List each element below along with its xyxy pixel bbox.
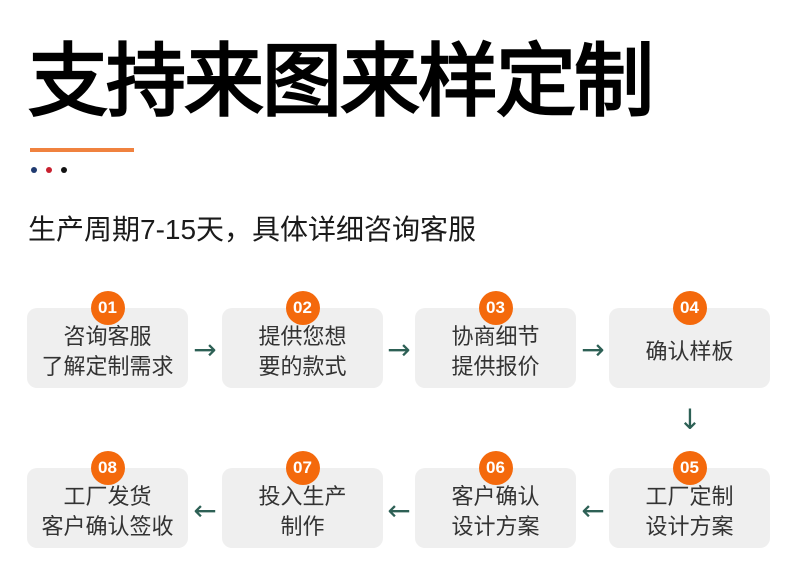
step-line: 工厂定制: [645, 484, 734, 509]
step-badge-03: 03: [478, 291, 513, 325]
step-text-08: 工厂发货 客户确认签收: [27, 468, 188, 548]
arrow-left-2: ←: [387, 494, 411, 527]
step-box-05: 05 工厂定制 设计方案: [609, 451, 770, 548]
step-box-01: 01 咨询客服 了解定制需求: [27, 291, 188, 388]
arrow-right-2: →: [387, 333, 411, 366]
step-badge-05: 05: [672, 451, 707, 485]
step-line: 要的款式: [258, 354, 347, 379]
step-line: 咨询客服: [63, 324, 152, 349]
step-text-05: 工厂定制 设计方案: [609, 468, 770, 548]
step-line: 确认样板: [645, 339, 734, 364]
step-box-06: 06 客户确认 设计方案: [415, 451, 576, 548]
step-badge-02: 02: [285, 291, 320, 325]
title-underline: [30, 148, 134, 152]
step-text-01: 咨询客服 了解定制需求: [27, 308, 188, 388]
step-line: 制作: [280, 514, 325, 539]
step-box-08: 08 工厂发货 客户确认签收: [27, 451, 188, 548]
step-line: 提供报价: [451, 354, 540, 379]
step-line: 设计方案: [451, 514, 540, 539]
page-title: 支持来图来样定制: [28, 37, 654, 126]
step-text-03: 协商细节 提供报价: [415, 308, 576, 388]
step-box-03: 03 协商细节 提供报价: [415, 291, 576, 388]
step-text-07: 投入生产 制作: [222, 468, 383, 548]
step-badge-04: 04: [672, 291, 707, 325]
step-line: 客户确认: [451, 484, 540, 509]
arrow-left-1: ←: [193, 494, 217, 527]
step-badge-08: 08: [90, 451, 125, 485]
step-line: 客户确认签收: [41, 514, 174, 539]
arrow-left-3: ←: [581, 494, 605, 527]
step-box-07: 07 投入生产 制作: [222, 451, 383, 548]
step-line: 设计方案: [645, 514, 734, 539]
step-text-06: 客户确认 设计方案: [415, 468, 576, 548]
dot-black: [61, 167, 67, 173]
step-text-02: 提供您想 要的款式: [222, 308, 383, 388]
decorative-dots: [31, 167, 76, 173]
arrow-down-icon: ↓: [678, 403, 702, 436]
arrow-right-1: →: [193, 333, 217, 366]
step-line: 提供您想: [258, 324, 347, 349]
step-line: 了解定制需求: [41, 354, 174, 379]
step-line: 协商细节: [451, 324, 540, 349]
step-text-04: 确认样板: [609, 308, 770, 388]
step-line: 工厂发货: [63, 484, 152, 509]
step-box-04: 04 确认样板: [609, 291, 770, 388]
dot-blue: [31, 167, 37, 173]
step-line: 投入生产: [258, 484, 347, 509]
arrow-right-3: →: [581, 333, 605, 366]
production-cycle-note: 生产周期7-15天，具体详细咨询客服: [28, 214, 477, 245]
step-badge-07: 07: [285, 451, 320, 485]
step-badge-01: 01: [90, 291, 125, 325]
step-badge-06: 06: [478, 451, 513, 485]
step-box-02: 02 提供您想 要的款式: [222, 291, 383, 388]
dot-red: [46, 167, 52, 173]
